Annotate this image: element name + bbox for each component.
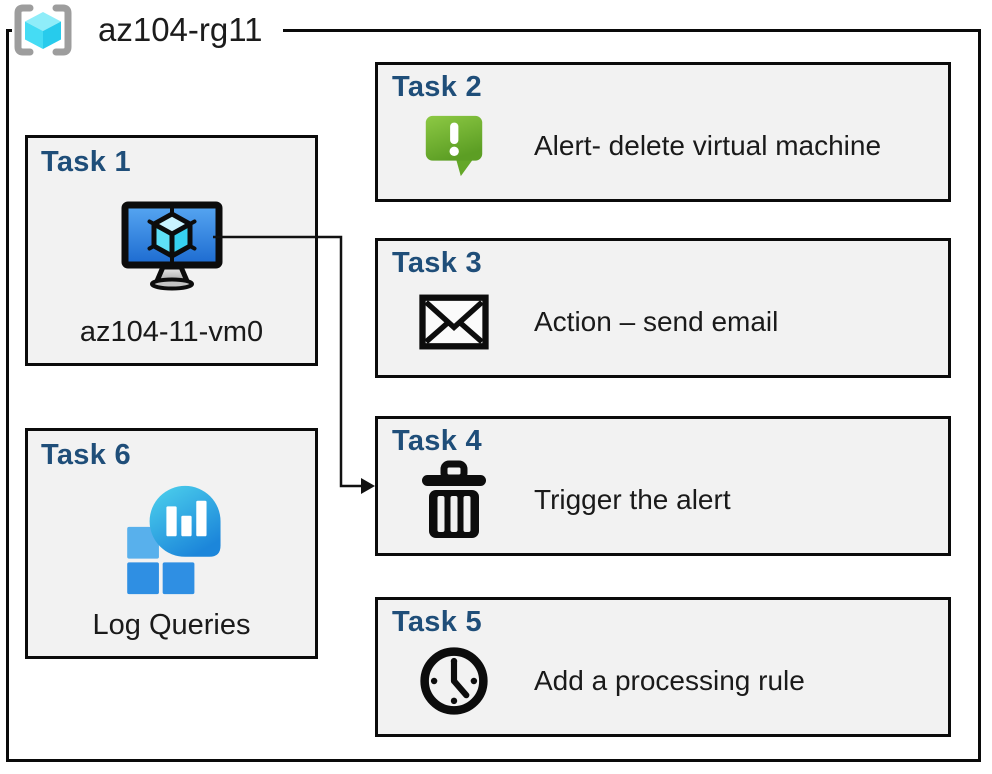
task-box-3: Task 3 Action – send email [375, 238, 951, 378]
log-queries-icon [126, 486, 221, 595]
task-box-5: Task 5 Add a processing rule [375, 597, 951, 737]
resource-group-icon [14, 4, 72, 56]
task2-content-row: Alert- delete virtual machine [418, 104, 934, 189]
task-box-4: Task 4 Trigger the alert [375, 416, 951, 556]
task-title: Task 4 [392, 425, 482, 457]
task-label: Trigger the alert [534, 484, 731, 516]
task6-icon-area [119, 472, 225, 609]
task-label: Log Queries [92, 609, 251, 641]
virtual-machine-icon [121, 201, 222, 291]
task-label: Add a processing rule [534, 665, 805, 697]
task-title: Task 3 [392, 247, 482, 279]
task-label: Action – send email [534, 306, 779, 338]
task-label: Alert- delete virtual machine [534, 130, 882, 162]
task-box-6: Task 6 Log Queries [25, 428, 318, 659]
resource-group-header: az104-rg11 [12, 2, 283, 58]
task4-content-row: Trigger the alert [418, 458, 934, 543]
trash-delete-icon [422, 460, 486, 539]
alert-message-icon [425, 116, 483, 177]
task5-content-row: Add a processing rule [418, 639, 934, 724]
task-title: Task 2 [392, 71, 482, 103]
task3-content-row: Action – send email [418, 280, 934, 365]
page-title: az104-rg11 [98, 11, 263, 48]
clock-icon [420, 647, 488, 716]
task-label: az104-11-vm0 [79, 316, 264, 348]
email-envelope-icon [419, 294, 489, 350]
task1-icon-area [120, 179, 224, 316]
task-box-2: Task 2 Alert- delete virtual machine [375, 62, 951, 202]
task-title: Task 6 [41, 439, 131, 471]
task-title: Task 1 [41, 146, 131, 178]
task-box-1: Task 1 [25, 135, 318, 366]
task-title: Task 5 [392, 606, 482, 638]
